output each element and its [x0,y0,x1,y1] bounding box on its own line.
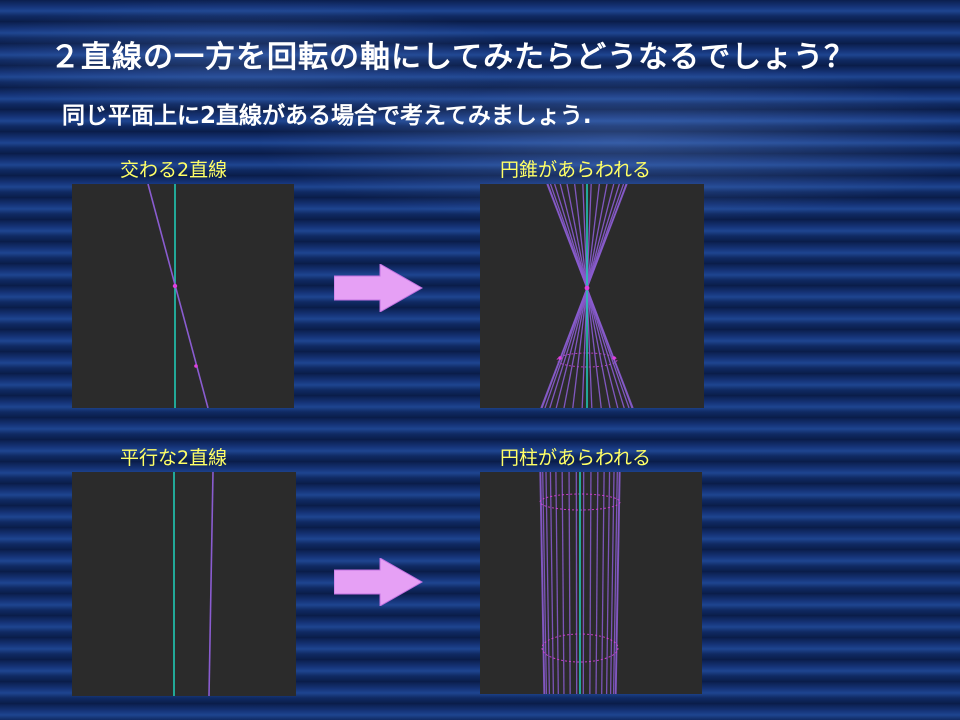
parallel-lines-figure [173,472,214,696]
cylinder-generator-line [609,472,615,694]
intersection-point [172,283,178,289]
parallel-line [208,472,214,696]
right-arrow-icon [334,264,424,312]
cone-figure [540,184,634,408]
slide-title: ２直線の一方を回転の軸にしてみたらどうなるでしょう？ [50,40,856,75]
cylinder-generator-line [539,472,545,694]
cylinder-generator-line [601,472,605,694]
intersecting-lines-label: 交わる2直線 [120,159,228,181]
intersecting-lines-panel [72,184,294,408]
cylinder-figure [539,472,621,694]
cylinder-generator-line [614,472,620,694]
intersecting-lines-figure [147,184,209,408]
cylinder-generator-line [612,472,618,694]
apex-point [584,285,590,291]
cone-generator-line [540,184,628,408]
cylinder-label: 円柱があらわれる [500,447,652,469]
cylinder-generator-line [561,472,565,694]
rotating-line [147,184,209,408]
slide-subtitle: 同じ平面上に2直線がある場合で考えてみましょう. [62,103,592,129]
cylinder-generator-line [542,472,548,694]
cylinder-generator-line [545,472,551,694]
cylinder-generator-line [589,472,592,694]
cylinder-generator-line [555,472,559,694]
cylinder-generator-line [549,472,555,694]
cylinder-panel [480,472,702,694]
cone-label: 円錐があらわれる [500,159,652,181]
rim-point [558,356,562,360]
cylinder-generator-line [568,472,571,694]
parallel-lines-label: 平行な2直線 [120,447,228,469]
line-point [194,364,198,368]
right-arrow-icon [334,558,424,606]
cone-panel [480,184,704,408]
cylinder-generator-line [605,472,611,694]
cone-rim [556,352,618,368]
rim-point [612,356,616,360]
parallel-lines-panel [72,472,296,696]
